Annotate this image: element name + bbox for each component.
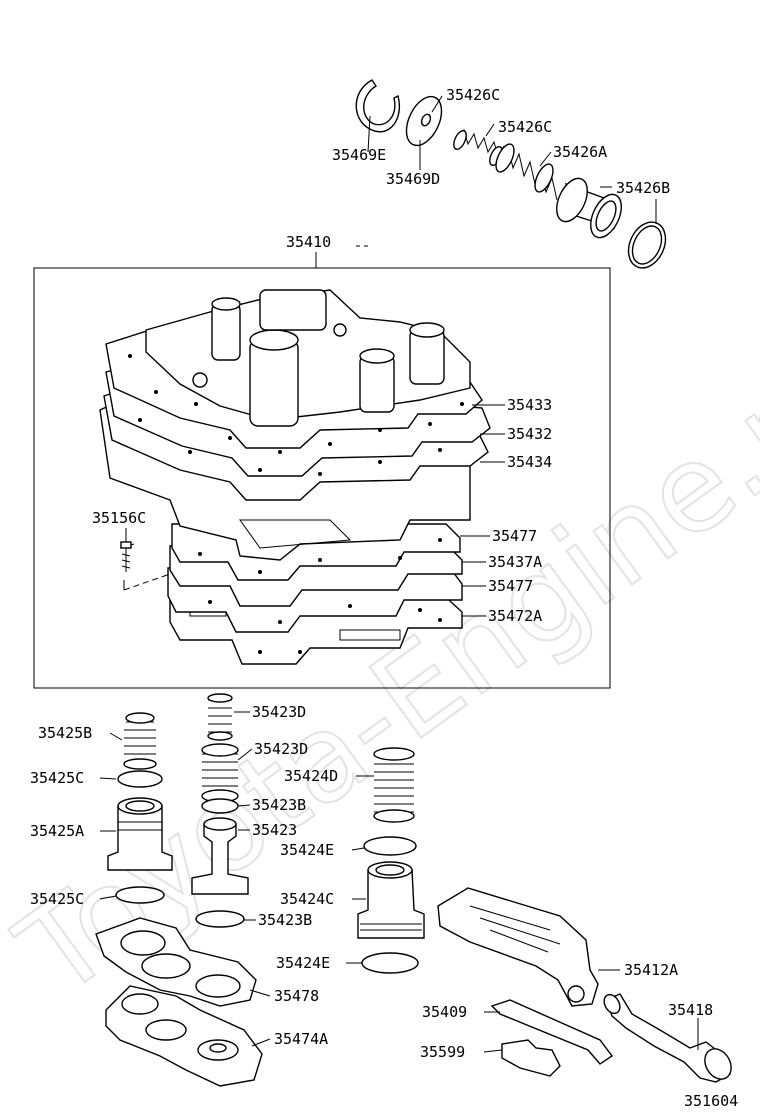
label-35472A: 35472A: [488, 607, 542, 625]
spring-35426C-large: [495, 143, 558, 201]
snap-ring-35469E: [355, 79, 400, 133]
label-35424E-a: 35424E: [280, 841, 334, 859]
label-35434: 35434: [507, 453, 552, 471]
label-35433: 35433: [507, 396, 552, 414]
label-35409: 35409: [422, 1003, 467, 1021]
label-35477-a: 35477: [492, 527, 537, 545]
washer-35469D: [405, 95, 443, 147]
label-35425A: 35425A: [30, 822, 84, 840]
detent-spring-35409: [490, 999, 614, 1065]
valve-body-assembly: [99, 289, 491, 665]
label-35424D: 35424D: [284, 767, 338, 785]
label-35437A: 35437A: [488, 553, 542, 571]
spring-35425B: [123, 712, 157, 770]
piston-35423: [191, 817, 249, 895]
o-ring-35424E-lower: [361, 952, 419, 974]
piston-35424C: [357, 861, 425, 939]
label-35156C: 35156C: [92, 509, 146, 527]
spring-35423D-outer: [201, 743, 239, 803]
o-ring-35423B-lower: [195, 910, 245, 928]
label-35423D-a: 35423D: [252, 703, 306, 721]
spring-35426C-small: [453, 128, 505, 167]
label-35423: 35423: [252, 821, 297, 839]
piston-35425A: [107, 797, 173, 871]
label-35469E: 35469E: [332, 146, 386, 164]
label-35426A: 35426A: [553, 143, 607, 161]
bolt-35156C: [119, 541, 171, 591]
label-35425C-b: 35425C: [30, 890, 84, 908]
plate-35599: [501, 1039, 561, 1077]
label-35426C-a: 35426C: [446, 86, 500, 104]
label-35418: 35418: [668, 1001, 713, 1019]
label-35423B-b: 35423B: [258, 911, 312, 929]
label-35432: 35432: [507, 425, 552, 443]
valve-body-assembly-frame: [33, 267, 611, 689]
label-35424E-b: 35424E: [276, 954, 330, 972]
label-35426C-b: 35426C: [498, 118, 552, 136]
label-35412A: 35412A: [624, 961, 678, 979]
manual-valve-body-35412A: [437, 887, 599, 1007]
manual-valve-35418: [603, 993, 732, 1083]
label-35410: 35410: [286, 233, 331, 251]
label-35423D-b: 35423D: [254, 740, 308, 758]
o-ring-35426B: [627, 221, 667, 269]
o-ring-35424E-upper: [363, 836, 417, 856]
label-35469D: 35469D: [386, 170, 440, 188]
label-35425B: 35425B: [38, 724, 92, 742]
label-35599: 35599: [420, 1043, 465, 1061]
gasket-35478: [95, 917, 257, 1007]
label-35478: 35478: [274, 987, 319, 1005]
o-ring-35425C-upper: [117, 770, 163, 788]
label-35425C-a: 35425C: [30, 769, 84, 787]
cover-35474A: [105, 985, 263, 1087]
piston-35426A: [556, 177, 622, 239]
o-ring-35425C-lower: [115, 886, 165, 904]
figure-id: 351604: [684, 1092, 738, 1110]
spring-35423D-inner: [207, 693, 233, 741]
label-35423B-a: 35423B: [252, 796, 306, 814]
spring-35424D: [373, 747, 415, 823]
o-ring-35423B-upper: [201, 798, 239, 814]
label-35426B: 35426B: [616, 179, 670, 197]
label-35474A: 35474A: [274, 1030, 328, 1048]
label-35424C: 35424C: [280, 890, 334, 908]
label-35477-b: 35477: [488, 577, 533, 595]
